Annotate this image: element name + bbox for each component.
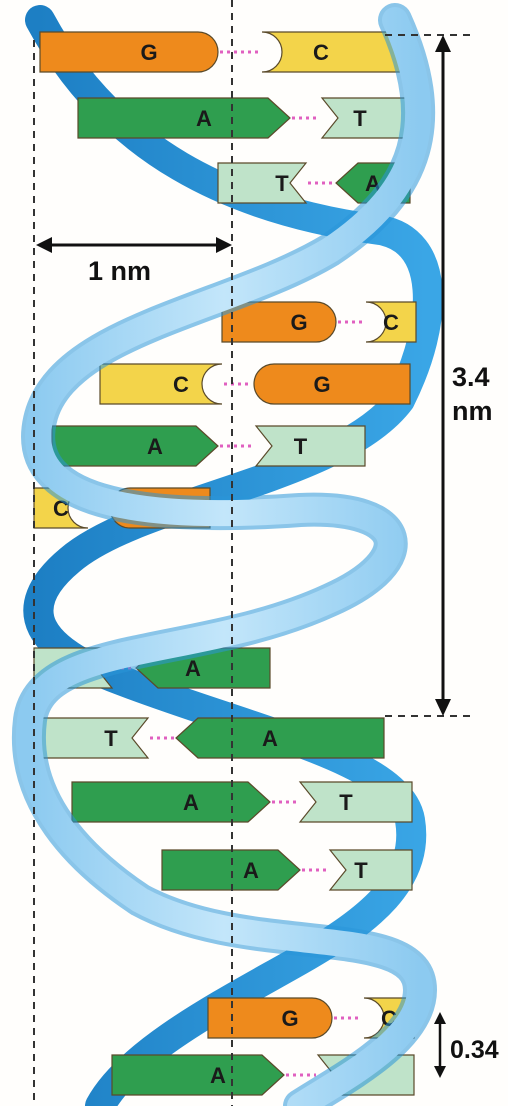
nucleotide-a	[77, 97, 291, 139]
base-letter: T	[275, 171, 289, 196]
nucleotide-c	[99, 363, 223, 405]
nucleotide-c	[261, 31, 401, 73]
nucleotide-t	[254, 425, 366, 467]
width-arrow	[36, 237, 232, 253]
front-strand	[11, 3, 438, 1106]
base-letter: G	[313, 372, 330, 397]
base-letter: T	[353, 106, 367, 131]
nucleotide-a	[161, 849, 301, 891]
nucleotide-a	[111, 1054, 285, 1096]
rise-bracket	[434, 1012, 446, 1078]
width-label: 1 nm	[88, 256, 151, 286]
pitch-unit: nm	[452, 396, 493, 426]
nucleotide-c	[365, 301, 417, 343]
guide-lines	[33, 0, 470, 1106]
base-letter: A	[183, 790, 199, 815]
nucleotide-g	[39, 31, 219, 73]
pitch-value: 3.4	[452, 362, 490, 392]
nucleotide-g	[253, 363, 411, 405]
pitch-arrow	[435, 35, 451, 716]
base-letter: T	[339, 790, 353, 815]
nucleotide-t	[328, 849, 413, 891]
nucleotide-a	[51, 425, 219, 467]
base-letter: A	[196, 106, 212, 131]
nucleotide-a	[175, 717, 385, 759]
base-letter: A	[262, 726, 278, 751]
base-letter: T	[354, 858, 368, 883]
base-letter: G	[140, 40, 157, 65]
rise-label: 0.34	[450, 1036, 499, 1064]
base-letter: A	[210, 1063, 226, 1088]
nucleotide-t	[33, 717, 150, 759]
base-letter: G	[281, 1006, 298, 1031]
nucleotide-a	[71, 781, 271, 823]
base-letter: T	[294, 434, 308, 459]
nucleotide-g	[207, 997, 333, 1039]
base-letter: A	[147, 434, 163, 459]
base-letter: A	[185, 656, 201, 681]
base-letter: C	[173, 372, 189, 397]
base-letter: T	[104, 726, 118, 751]
nucleotide-t	[298, 781, 413, 823]
base-letter: G	[290, 310, 307, 335]
nucleotide-t	[217, 162, 308, 204]
base-letter: A	[243, 858, 259, 883]
base-letter: C	[383, 310, 399, 335]
nucleotide-g	[221, 301, 337, 343]
base-letter: C	[313, 40, 329, 65]
